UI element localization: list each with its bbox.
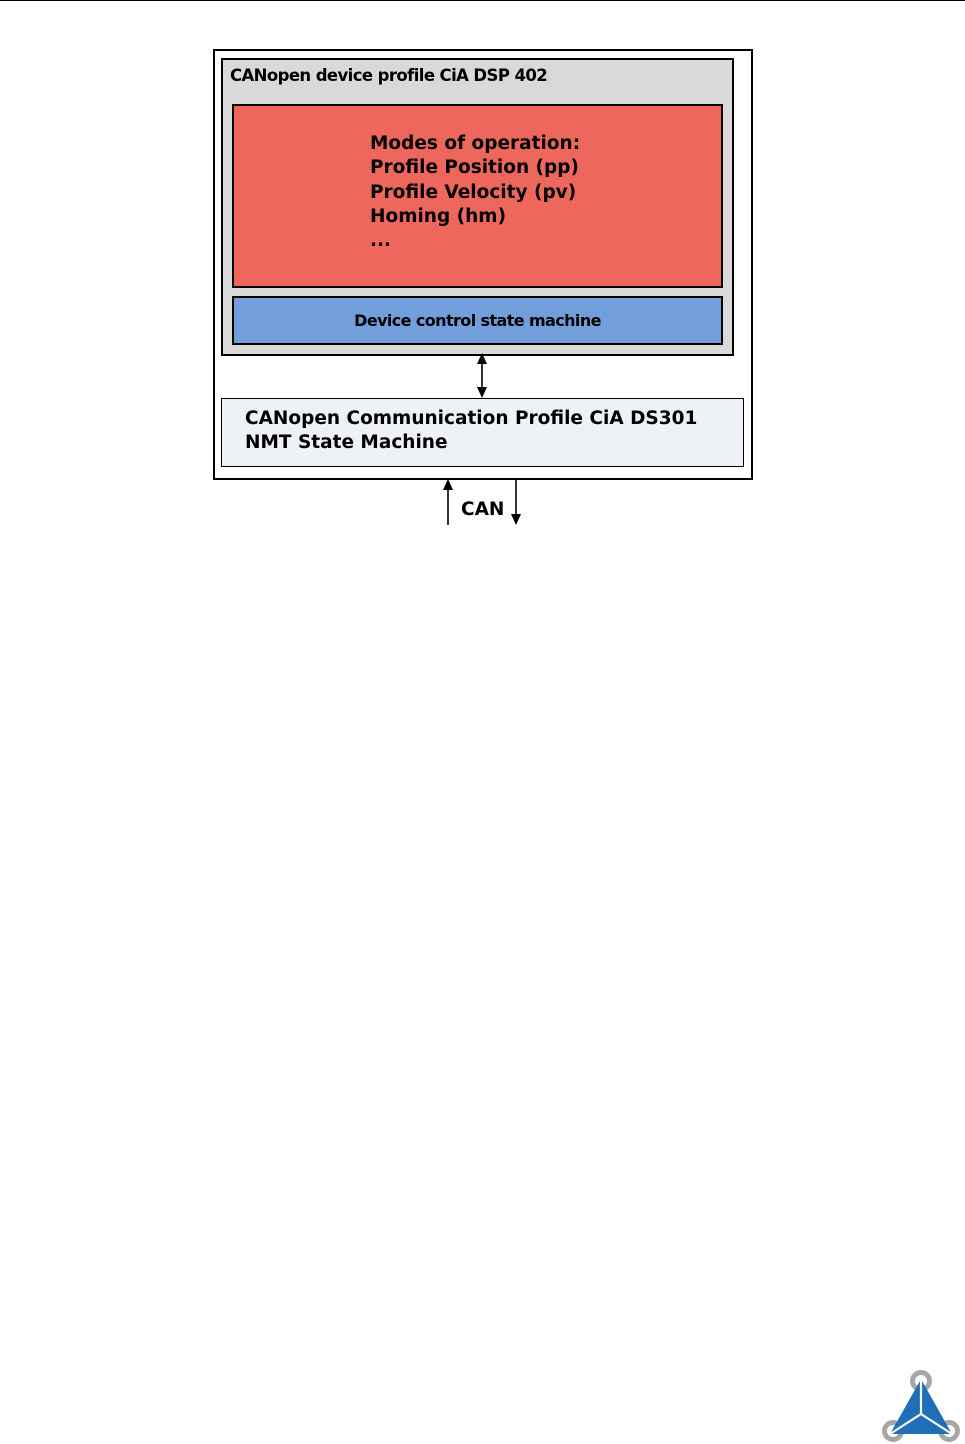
connector-arrows: [443, 353, 521, 525]
header-rule: [0, 0, 965, 1]
modes-heading: Modes of operation:: [370, 133, 581, 154]
communication-profile-box: CANopen Communication Profile CiA DS301 …: [221, 398, 744, 467]
mode-item-ellipsis: ...: [370, 230, 392, 252]
logo-inner-lines: [889, 1379, 953, 1435]
mode-item: Profile Velocity (pv): [370, 181, 577, 203]
communication-profile-label: CANopen Communication Profile CiA DS301: [245, 408, 698, 429]
nmt-state-machine-label: NMT State Machine: [245, 432, 448, 453]
device-profile-title: CANopen device profile CiA DSP 402: [230, 66, 548, 85]
modes-list: Modes of operation: Profile Position (pp…: [370, 132, 580, 253]
can-rx-arrow: [443, 479, 453, 525]
can-bus-label: CAN: [461, 499, 505, 520]
mode-item: Profile Position (pp): [370, 157, 579, 179]
device-control-state-machine-box: Device control state machine: [232, 296, 723, 345]
device-control-label: Device control state machine: [354, 311, 601, 330]
mode-item: Homing (hm): [370, 205, 507, 227]
modes-of-operation-box: Modes of operation: Profile Position (pp…: [232, 104, 723, 288]
bidirectional-arrow: [477, 353, 487, 398]
trinamic-triangle-logo-icon: [882, 1370, 960, 1442]
can-tx-arrow: [511, 479, 521, 525]
